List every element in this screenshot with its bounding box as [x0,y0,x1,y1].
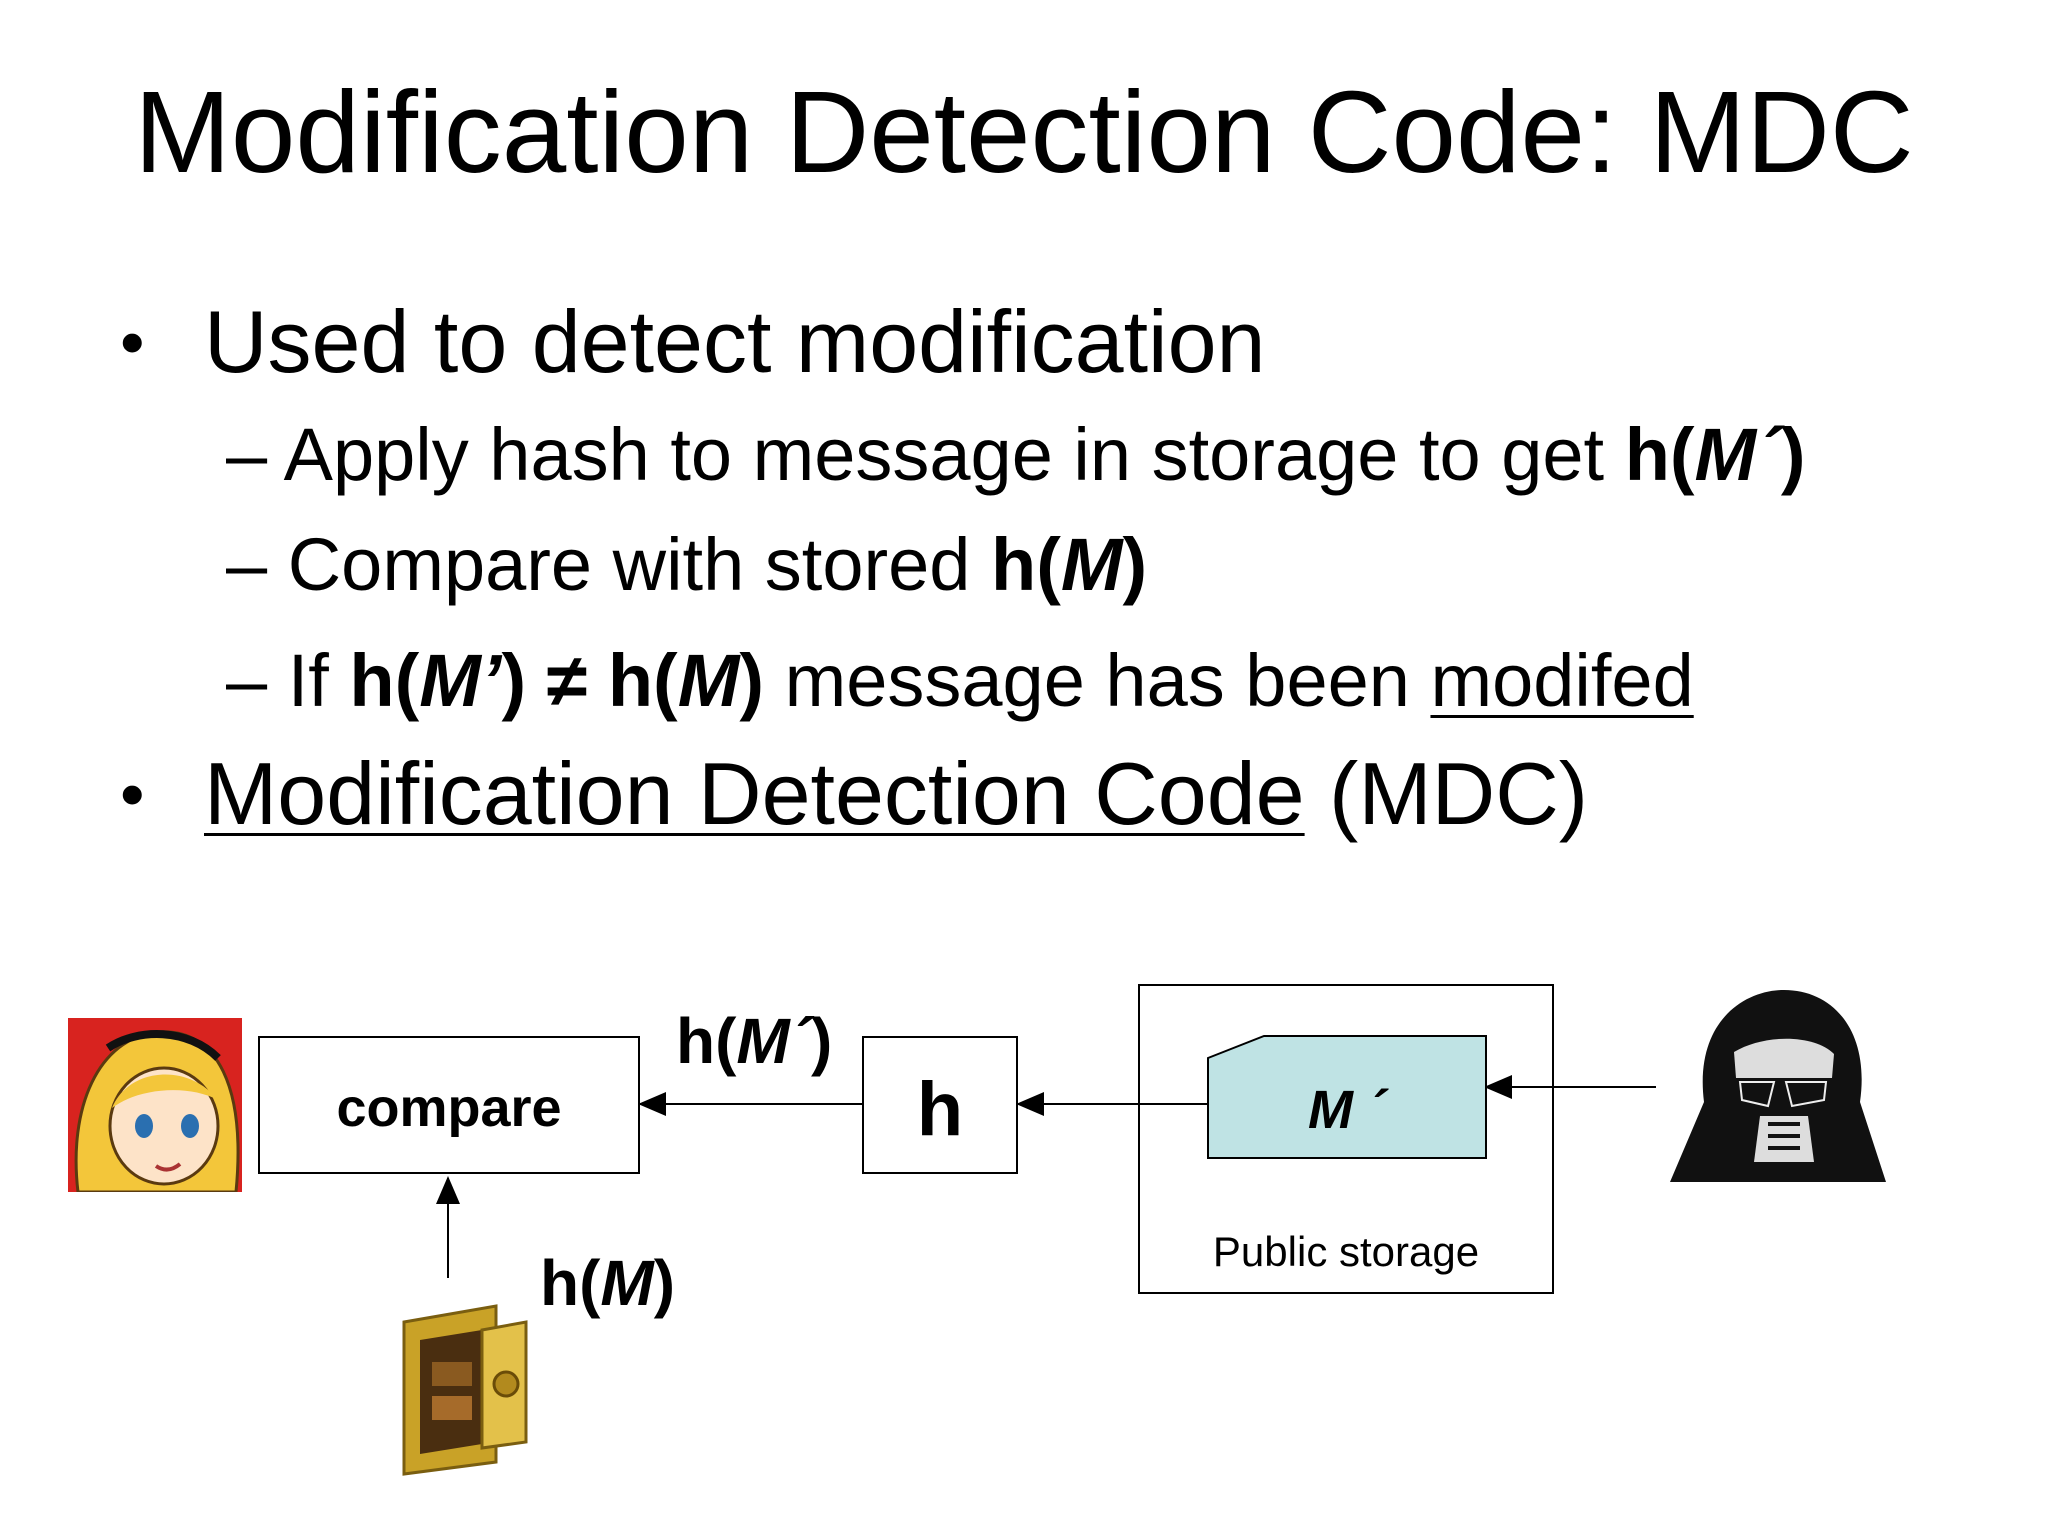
message-var: M [677,639,740,722]
message-document-shape [1207,1035,1487,1159]
message-var: M’ [419,639,502,722]
compare-box: compare [258,1036,640,1174]
sub-bullet-3-text: message has been [764,639,1431,722]
darth-vader-icon [1670,990,1886,1182]
bullet-dot: • [120,755,145,833]
message-var: M´ [1694,413,1781,496]
message-label: M ´ [1308,1080,1386,1140]
hash-label: h [916,1067,964,1152]
paren: ) [1122,523,1148,606]
hash-fn: h( [1624,413,1695,496]
dash: – [226,523,288,606]
hash-box: h [862,1036,1018,1174]
bullet-1-text: Used to detect modification [204,292,1266,391]
hash-fn: h( [991,523,1061,606]
message-var: M [600,1247,654,1319]
sub-bullet-3: – If h(M’) ≠ h(M) message has been modif… [226,636,1694,726]
dash: – [226,413,284,496]
not-equal-sign: ≠ [526,639,608,722]
message-var: M´ [736,1005,812,1077]
hash-fn: h( [676,1005,737,1077]
paren: ) [501,639,527,722]
public-storage-box: Public storage [1138,984,1554,1294]
if-word: If [287,639,350,722]
bullet-2-text: Modification Detection Code (MDC) [204,742,1588,846]
hash-fn: h( [349,639,420,722]
alice-icon [68,1018,242,1192]
compare-label: compare [336,1078,562,1138]
slide-title: Modification Detection Code: MDC [134,67,1914,197]
message-var: M [1060,523,1123,606]
hash-m-label: h(M) [540,1248,675,1318]
paren: ) [739,639,765,722]
modified-word: modifed [1430,639,1694,722]
sub-bullet-2: – Compare with stored h(M) [226,520,1147,610]
mdc-abbrev: (MDC) [1304,744,1589,843]
hash-fn: h( [607,639,678,722]
hash-mprime-label: h(M´) [676,1006,832,1076]
hash-fn: h( [540,1247,601,1319]
paren: ) [811,1005,833,1077]
sub-bullet-2-text: Compare with stored [287,523,992,606]
mdc-term: Modification Detection Code [204,744,1305,843]
public-storage-label: Public storage [1212,1228,1480,1275]
dash: – [226,639,288,722]
bullet-dot: • [120,303,145,381]
sub-bullet-1-text: Apply hash to message in storage to get [283,413,1625,496]
paren: ) [653,1247,676,1319]
sub-bullet-1: – Apply hash to message in storage to ge… [226,410,1806,500]
paren: ) [1780,413,1806,496]
safe-icon [402,1304,528,1476]
